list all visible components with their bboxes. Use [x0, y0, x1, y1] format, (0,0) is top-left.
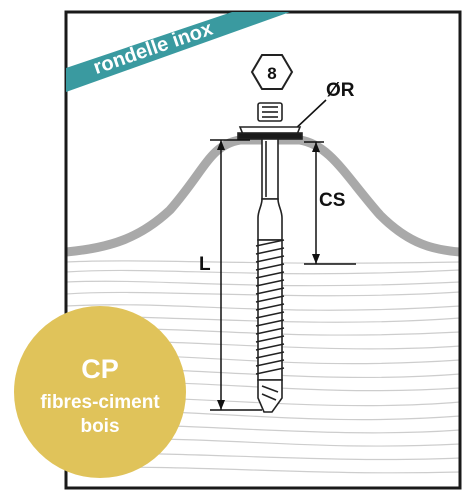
badge-line-2: fibres-ciment	[40, 392, 160, 413]
hexagon-icon	[250, 54, 294, 90]
badge-line-3: bois	[80, 416, 119, 437]
badge-line-1: CP	[81, 354, 119, 384]
washer-diameter-label: ØR	[326, 80, 355, 101]
clamp-length-label: CS	[319, 190, 345, 211]
banner-ribbon	[66, 12, 290, 92]
material-badge	[14, 306, 186, 478]
hex-size-label: 8	[267, 64, 276, 83]
banner-text: rondelle inox	[91, 18, 216, 79]
l-dimension	[210, 139, 262, 411]
screw-icon	[237, 102, 303, 413]
cs-dimension	[304, 141, 356, 265]
total-length-label: L	[199, 254, 211, 275]
